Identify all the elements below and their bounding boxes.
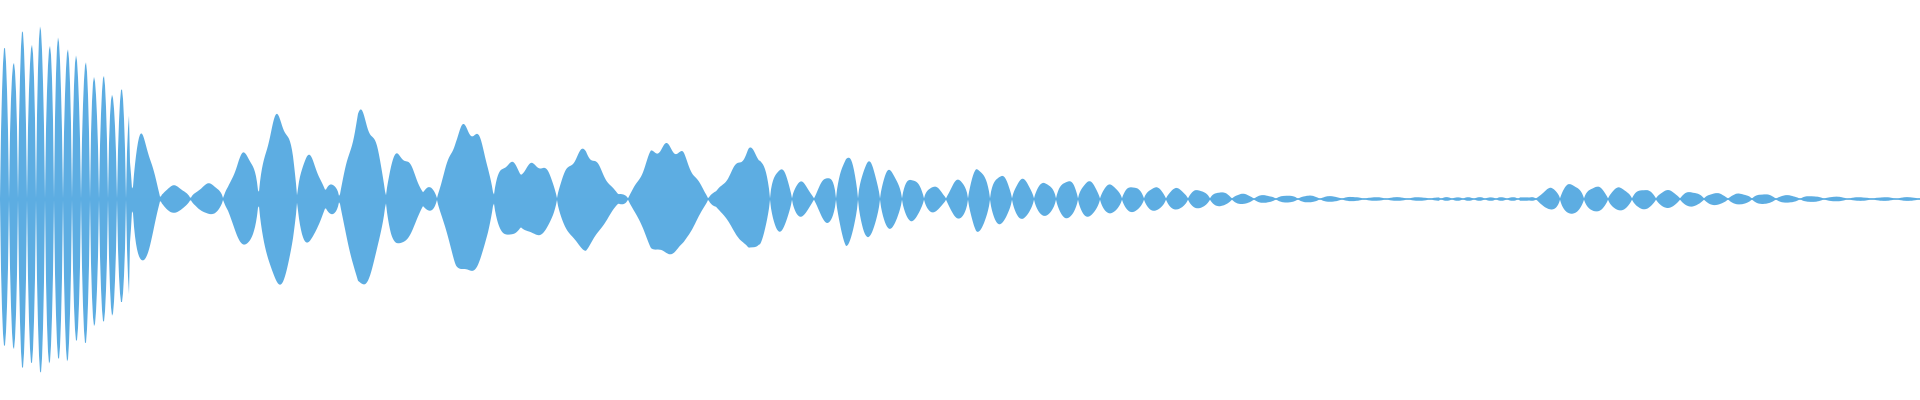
waveform-svg [0,26,1920,373]
